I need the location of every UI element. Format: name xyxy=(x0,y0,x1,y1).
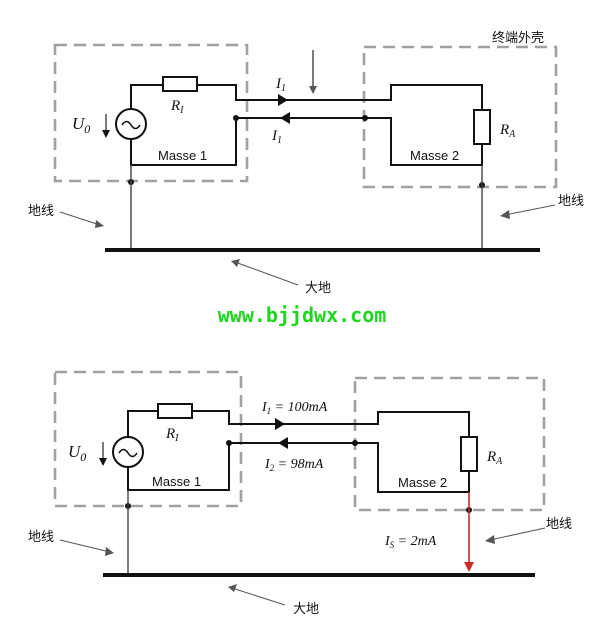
wire-source-to-ri-2 xyxy=(127,410,158,438)
ri-label: RI xyxy=(170,98,184,116)
ground-wire-label-right: 地线 xyxy=(558,194,584,209)
top-circuit: 终端外壳 地线 地线 大地 U0 RI RA Masse 1 Masse 2 I… xyxy=(28,30,584,296)
current-label-bottom: I1 xyxy=(271,128,282,146)
i1-value-label: I1 = 100mA xyxy=(261,400,328,416)
source-label: U0 xyxy=(72,114,90,136)
current-arrow-left xyxy=(280,112,290,124)
callout-ground-left-2 xyxy=(59,539,111,553)
callout-earth-2 xyxy=(231,587,286,606)
mass1-label-2: Masse 1 xyxy=(152,474,201,489)
is-value-label: IS = 2mA xyxy=(384,534,437,550)
internal-resistor-2 xyxy=(157,403,193,419)
pointer-arrow-top-head xyxy=(309,86,317,94)
ra-label: RA xyxy=(499,122,516,140)
ground-wire-label-right-2: 地线 xyxy=(546,517,572,532)
voltage-arrow-head-2 xyxy=(99,458,107,466)
wire-upper-path-2 xyxy=(192,410,470,437)
callout-ground-right-head xyxy=(500,210,510,219)
node-left-junction-2 xyxy=(226,440,232,446)
callout-ground-left-head xyxy=(95,220,104,228)
housing-box-1 xyxy=(53,43,249,183)
callout-ground-right-2-head xyxy=(485,535,495,544)
source-label-2: U0 xyxy=(68,442,86,464)
bottom-circuit: 地线 地线 大地 U0 RI RA Masse 1 Masse 2 I1 = 1… xyxy=(28,370,572,617)
ra-label-2: RA xyxy=(486,449,503,467)
callout-ground-left-2-head xyxy=(105,547,114,556)
callout-earth-head xyxy=(231,259,240,267)
voltage-arrow-head xyxy=(102,130,110,138)
earth-label-2: 大地 xyxy=(293,602,319,617)
ground-wire-label-left: 地线 xyxy=(28,204,54,219)
watermark: www.bjjdwx.com xyxy=(218,303,387,327)
load-resistor xyxy=(473,109,491,145)
sine-wave-icon xyxy=(121,120,141,130)
current-label-top: I1 xyxy=(275,76,286,94)
callout-ground-right-2 xyxy=(489,527,546,541)
current-arrow-right-2 xyxy=(275,418,285,430)
housing-box-4 xyxy=(353,376,546,512)
callout-earth xyxy=(234,261,299,286)
wire-source-to-ri xyxy=(130,84,163,110)
wire-upper-path xyxy=(197,84,483,110)
callout-ground-right xyxy=(504,204,556,216)
node-right-junction xyxy=(362,115,368,121)
current-arrow-left-2 xyxy=(278,437,288,449)
node-right-junction-2 xyxy=(352,440,358,446)
mass2-label: Masse 2 xyxy=(410,148,459,163)
callout-earth-2-head xyxy=(228,584,237,592)
node-left-junction xyxy=(233,115,239,121)
earth-label: 大地 xyxy=(305,281,331,296)
sine-wave-icon-2 xyxy=(118,448,138,458)
ground-wire-label-left-2: 地线 xyxy=(28,530,54,545)
mass1-label: Masse 1 xyxy=(158,148,207,163)
callout-ground-left xyxy=(59,211,101,226)
housing-label: 终端外壳 xyxy=(492,30,544,46)
i2-value-label: I2 = 98mA xyxy=(264,457,324,473)
load-resistor-2 xyxy=(460,436,478,472)
leakage-arrow-head xyxy=(464,562,474,572)
current-arrow-right xyxy=(278,94,288,106)
internal-resistor xyxy=(162,76,198,92)
ri-label-2: RI xyxy=(165,426,179,444)
mass2-label-2: Masse 2 xyxy=(398,475,447,490)
housing-box-3 xyxy=(53,370,243,508)
